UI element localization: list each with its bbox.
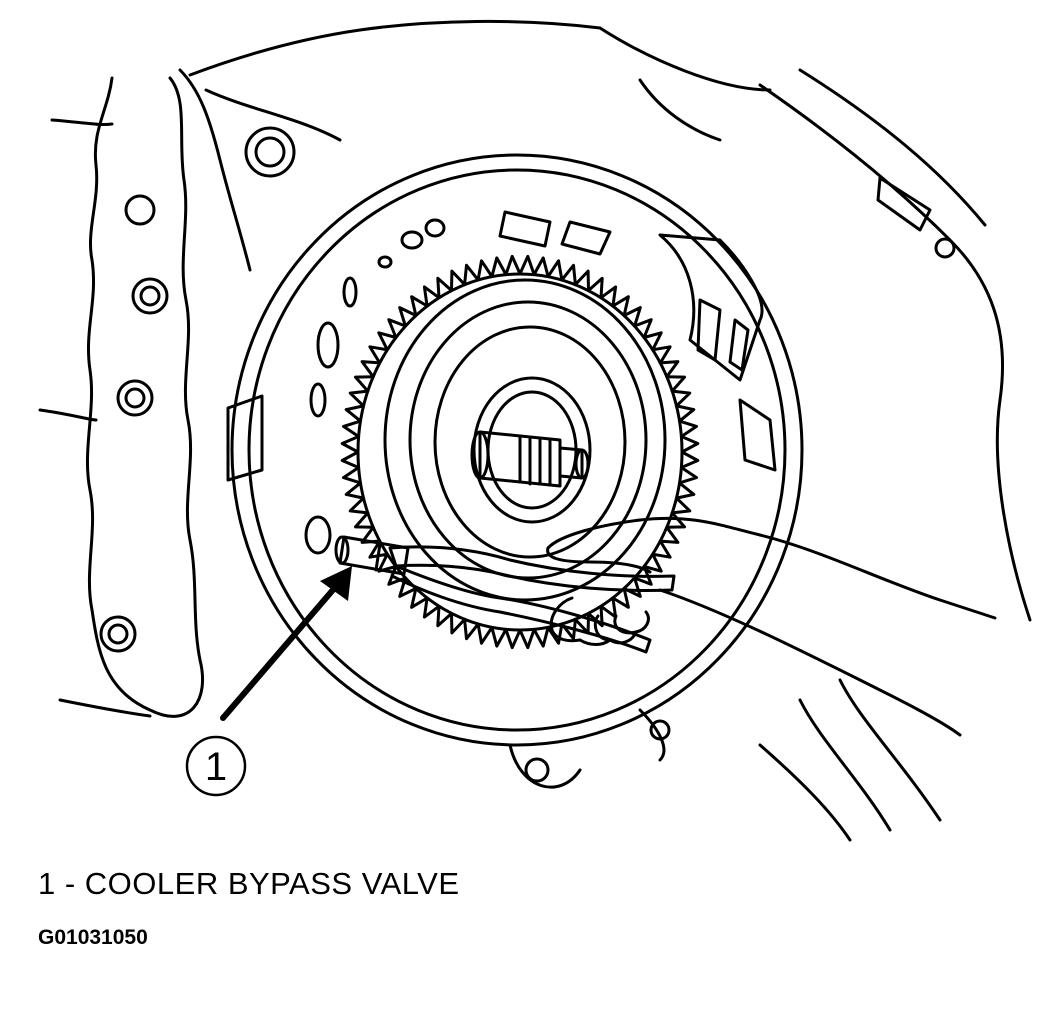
bolt-hole: [116, 379, 154, 417]
bolt-hole: [99, 615, 137, 653]
callout-arrow: [220, 566, 352, 721]
bolt-hole-inner: [124, 387, 146, 409]
ring-gear: [340, 254, 700, 650]
stator-hub: [383, 278, 667, 602]
bolt-hole: [131, 277, 169, 315]
figure-caption: 1 - COOLER BYPASS VALVE: [38, 866, 460, 901]
input-shaft: [470, 430, 590, 488]
case-lower-contours: [508, 708, 671, 789]
pliers-tool: [388, 545, 676, 654]
bolt-hole: [124, 194, 156, 226]
case-upper-contours: [178, 19, 772, 272]
callout-number: 1: [205, 745, 227, 789]
cooler-bypass-valve: [334, 535, 410, 576]
technician-hand: [546, 516, 997, 737]
callout-1: 1: [185, 735, 247, 797]
figure-id: G01031050: [38, 926, 148, 949]
pump-housing: [226, 153, 804, 747]
bell-housing: [758, 68, 1032, 842]
bolt-hole-inner: [107, 623, 129, 645]
bolt-hole-inner: [139, 285, 161, 307]
transmission-illustration: 1: [38, 19, 1032, 842]
case-gasket-flange: [38, 76, 205, 718]
